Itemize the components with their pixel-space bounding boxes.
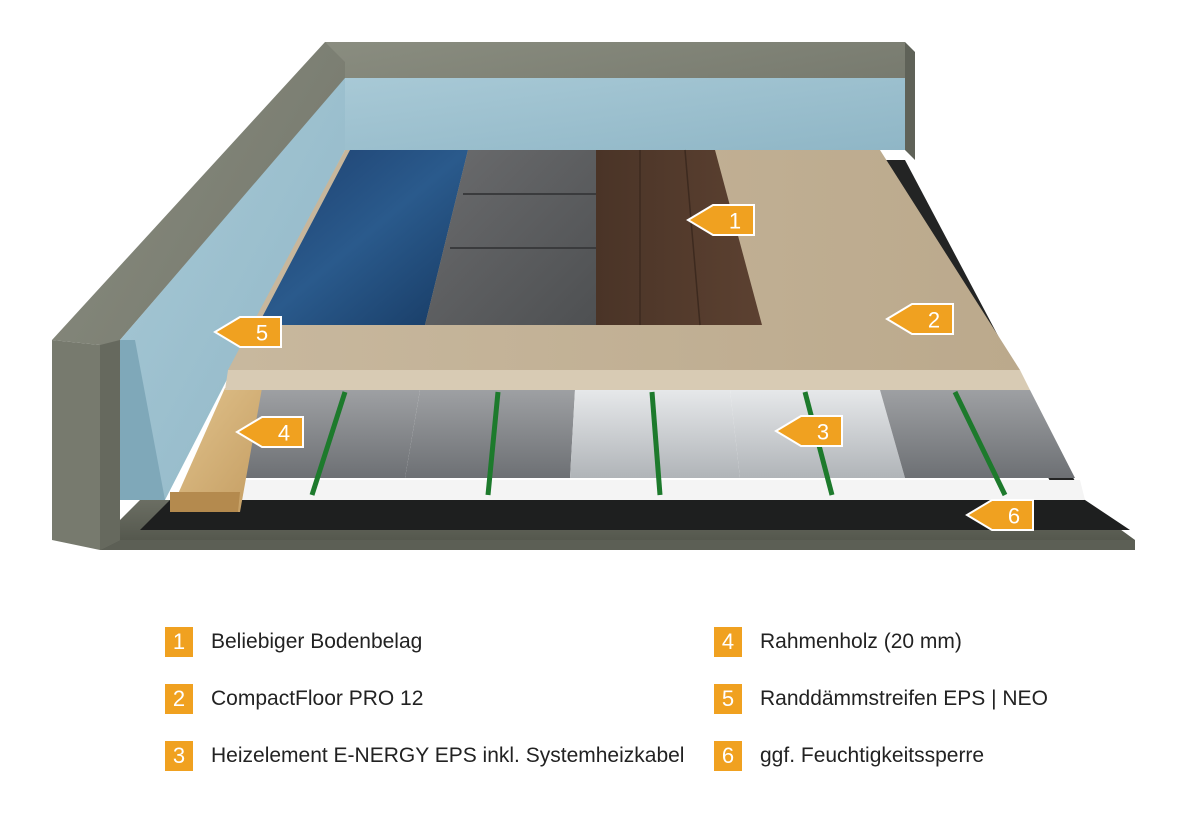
floor-layer-illustration: 1 2 3 4 5 6 — [52, 42, 1135, 550]
legend-number: 1 — [165, 627, 193, 657]
legend-item-6: 6 ggf. Feuchtigkeitssperre — [714, 739, 984, 773]
callout-2: 2 — [885, 303, 954, 335]
legend-label: Heizelement E-NERGY EPS inkl. Systemheiz… — [211, 744, 685, 767]
floor-coverings — [258, 149, 762, 326]
legend-label: Beliebiger Bodenbelag — [211, 630, 423, 653]
legend: 1 Beliebiger Bodenbelag 2 CompactFloor P… — [0, 600, 1181, 800]
frame-wood — [170, 388, 262, 512]
callout-4: 4 — [235, 416, 304, 448]
callout-6: 6 — [965, 499, 1034, 531]
edge-insulation-left — [120, 78, 345, 500]
legend-number: 4 — [714, 627, 742, 657]
legend-label: ggf. Feuchtigkeitssperre — [760, 744, 985, 767]
svg-text:4: 4 — [278, 421, 290, 446]
legend-number: 6 — [714, 741, 742, 771]
legend-number: 2 — [165, 684, 193, 714]
legend-label: Rahmenholz (20 mm) — [760, 630, 962, 653]
callout-1: 1 — [686, 204, 755, 236]
legend-item-1: 1 Beliebiger Bodenbelag — [165, 625, 422, 659]
callout-5: 5 — [213, 316, 282, 348]
svg-text:6: 6 — [1008, 504, 1020, 529]
concrete-wall-left — [52, 42, 345, 550]
legend-item-2: 2 CompactFloor PRO 12 — [165, 682, 423, 716]
edge-insulation-back — [345, 78, 905, 150]
callout-3: 3 — [774, 415, 843, 447]
svg-text:1: 1 — [729, 209, 741, 234]
legend-item-5: 5 Randdämmstreifen EPS | NEO — [714, 682, 1048, 716]
svg-text:3: 3 — [817, 420, 829, 445]
legend-item-3: 3 Heizelement E-NERGY EPS inkl. Systemhe… — [165, 739, 684, 773]
legend-label: CompactFloor PRO 12 — [211, 687, 424, 710]
legend-label: Randdämmstreifen EPS | NEO — [760, 687, 1048, 710]
heating-panels — [240, 390, 1075, 497]
legend-number: 3 — [165, 741, 193, 771]
legend-item-4: 4 Rahmenholz (20 mm) — [714, 625, 962, 659]
legend-number: 5 — [714, 684, 742, 714]
svg-text:2: 2 — [928, 308, 940, 333]
svg-text:5: 5 — [256, 321, 268, 346]
